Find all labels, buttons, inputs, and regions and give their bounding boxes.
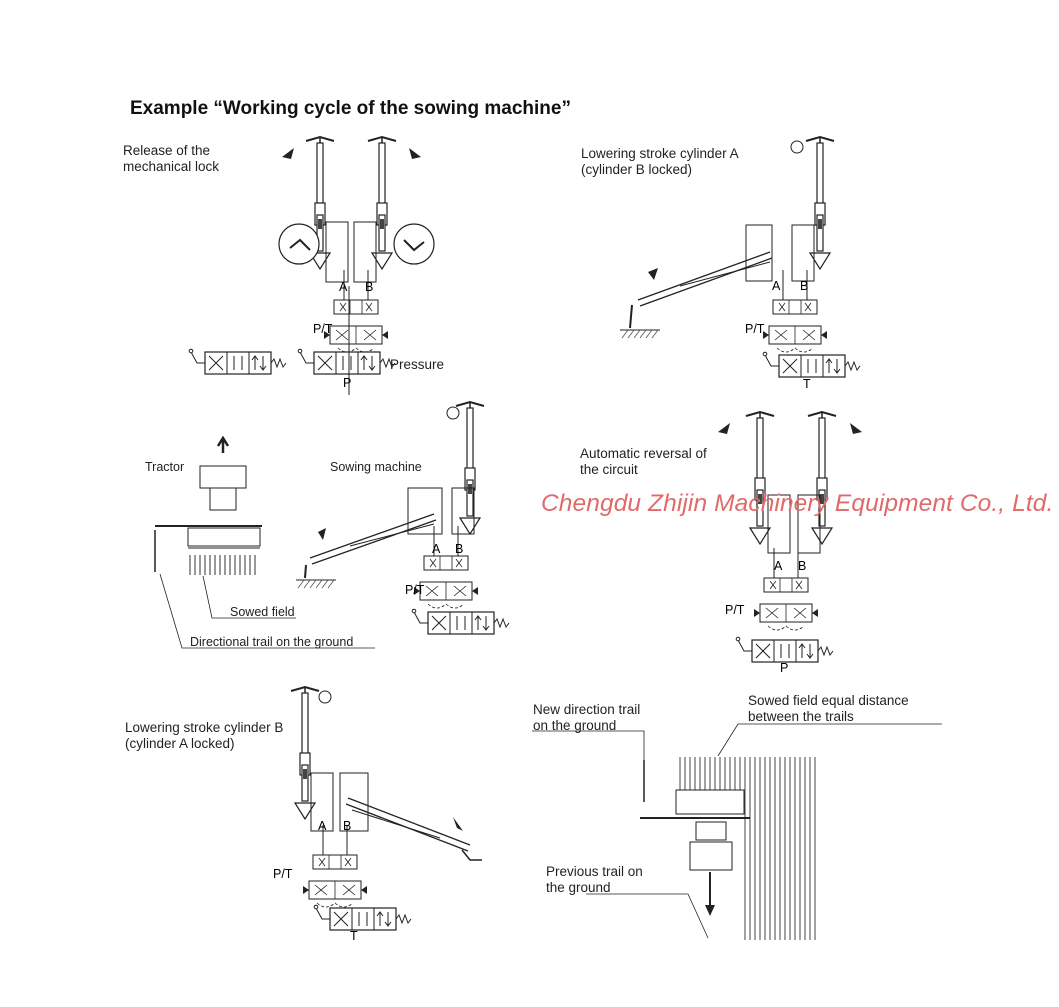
tractor-label: Tractor: [145, 460, 185, 474]
lower-b-port-pt: P/T: [273, 867, 293, 881]
watermark-text: Chengdu Zhijin Machinery Equipment Co., …: [541, 490, 1054, 517]
reversal-caption-line1: Automatic reversal of: [580, 446, 707, 461]
reversal-assembly: [718, 411, 862, 663]
release-port-p: P: [343, 376, 351, 390]
prev-trail-line2: the ground: [546, 880, 611, 895]
field-top-port-pt: P/T: [405, 583, 425, 597]
reversal-port-b: B: [798, 559, 806, 573]
lower-b-caption-line1: Lowering stroke cylinder B: [125, 720, 284, 735]
field-bottom-assembly: [532, 723, 942, 940]
release-caption-line1: Release of the: [123, 143, 211, 158]
lower-b-port-t: T: [350, 929, 358, 943]
release-assembly: [188, 136, 435, 395]
release-caption-line2: mechanical lock: [123, 159, 220, 174]
sowing-machine-label: Sowing machine: [330, 460, 422, 474]
reversal-port-a: A: [774, 559, 783, 573]
lower-a-port-pt: P/T: [745, 322, 765, 336]
directional-trail-label: Directional trail on the ground: [190, 635, 354, 649]
pressure-label: Pressure: [390, 357, 445, 372]
lower-a-port-t: T: [803, 377, 811, 391]
equal-distance-line2: between the trails: [748, 709, 854, 724]
release-port-b: B: [365, 280, 373, 294]
reversal-port-pt: P/T: [725, 603, 745, 617]
equal-distance-line1: Sowed field equal distance: [748, 693, 909, 708]
lower-a-port-b: B: [800, 279, 808, 293]
lower-a-port-a: A: [772, 279, 781, 293]
release-port-pt: P/T: [313, 322, 333, 336]
field-top-port-a: A: [432, 542, 441, 556]
new-trail-line2: on the ground: [533, 718, 617, 733]
lower-a-caption-line1: Lowering stroke cylinder A: [581, 146, 739, 161]
reversal-caption-line2: the circuit: [580, 462, 638, 477]
new-trail-line1: New direction trail: [533, 702, 641, 717]
reversal-port-p: P: [780, 661, 788, 675]
page-title: Example “Working cycle of the sowing mac…: [130, 98, 571, 119]
lower-a-assembly: [619, 136, 861, 378]
field-top-port-b: B: [455, 542, 463, 556]
field-top-assembly: [154, 401, 510, 649]
prev-trail-line1: Previous trail on: [546, 864, 643, 879]
lower-b-caption-line2: (cylinder A locked): [125, 736, 235, 751]
lower-b-port-b: B: [343, 819, 351, 833]
lower-a-caption-line2: (cylinder B locked): [581, 162, 693, 177]
lower-b-port-a: A: [318, 819, 327, 833]
release-port-a: A: [339, 280, 348, 294]
sowed-field-label: Sowed field: [230, 605, 295, 619]
lower-b-assembly: [290, 686, 482, 931]
